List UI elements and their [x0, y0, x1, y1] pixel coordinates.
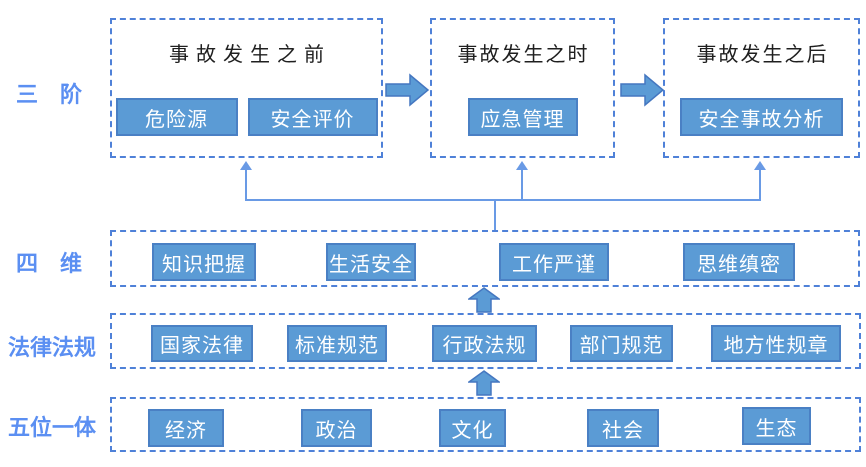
connector-line	[759, 169, 761, 200]
connector-line	[521, 169, 523, 200]
connector-line	[245, 169, 247, 200]
right-block-arrow-icon	[620, 73, 665, 107]
node-standards: 标准规范	[287, 325, 387, 362]
stage-box-during-accident: 事故发生之时 应急管理	[430, 18, 615, 158]
stage-title: 事故发生之时	[457, 44, 590, 66]
node-administrative-regulations: 行政法规	[432, 325, 537, 362]
up-arrowhead-icon	[240, 161, 252, 170]
node-society: 社会	[587, 409, 659, 447]
node-hazard-source: 危险源	[115, 98, 238, 136]
row-label-laws: 法律法规	[8, 335, 97, 360]
stage-box-after-accident: 事故发生之后 安全事故分析	[663, 18, 860, 158]
stage-title: 事故发生之后	[696, 44, 829, 66]
node-national-law: 国家法律	[151, 325, 253, 362]
stage-button-row: 危险源 安全评价	[112, 98, 381, 136]
row-label-five-in-one: 五位一体	[8, 415, 97, 440]
up-arrowhead-icon	[754, 161, 766, 170]
node-department-rules: 部门规范	[570, 325, 673, 362]
stage-box-before-accident: 事故发生之前 危险源 安全评价	[110, 18, 383, 158]
row-label-four-dimensions: 四 维	[16, 251, 83, 276]
node-politics: 政治	[301, 409, 372, 447]
up-block-arrow-icon	[466, 370, 502, 396]
node-ecology: 生态	[742, 407, 811, 445]
node-knowledge-grasp: 知识把握	[152, 243, 256, 281]
node-life-safety: 生活安全	[326, 243, 416, 281]
stage-button-row: 安全事故分析	[665, 98, 858, 136]
right-block-arrow-icon	[385, 73, 430, 107]
node-careful-thinking: 思维缜密	[683, 243, 795, 281]
node-economy: 经济	[148, 409, 224, 447]
up-arrowhead-icon	[516, 161, 528, 170]
connector-line	[494, 199, 496, 230]
node-accident-analysis: 安全事故分析	[680, 98, 843, 136]
five-in-one-box: 经济 政治 文化 社会 生态	[110, 397, 861, 452]
laws-box: 国家法律 标准规范 行政法规 部门规范 地方性规章	[110, 313, 861, 369]
node-local-regulations: 地方性规章	[711, 325, 841, 362]
dimensions-box: 知识把握 生活安全 工作严谨 思维缜密	[110, 230, 860, 287]
up-block-arrow-icon	[466, 287, 502, 313]
node-emergency-management: 应急管理	[467, 98, 578, 136]
connector-line	[245, 199, 761, 201]
row-label-three-stages: 三 阶	[16, 82, 83, 107]
node-safety-evaluation: 安全评价	[247, 98, 378, 136]
stage-title: 事故发生之前	[169, 44, 331, 66]
node-culture: 文化	[439, 409, 506, 447]
node-rigorous-work: 工作严谨	[499, 243, 609, 281]
stage-button-row: 应急管理	[432, 98, 613, 136]
